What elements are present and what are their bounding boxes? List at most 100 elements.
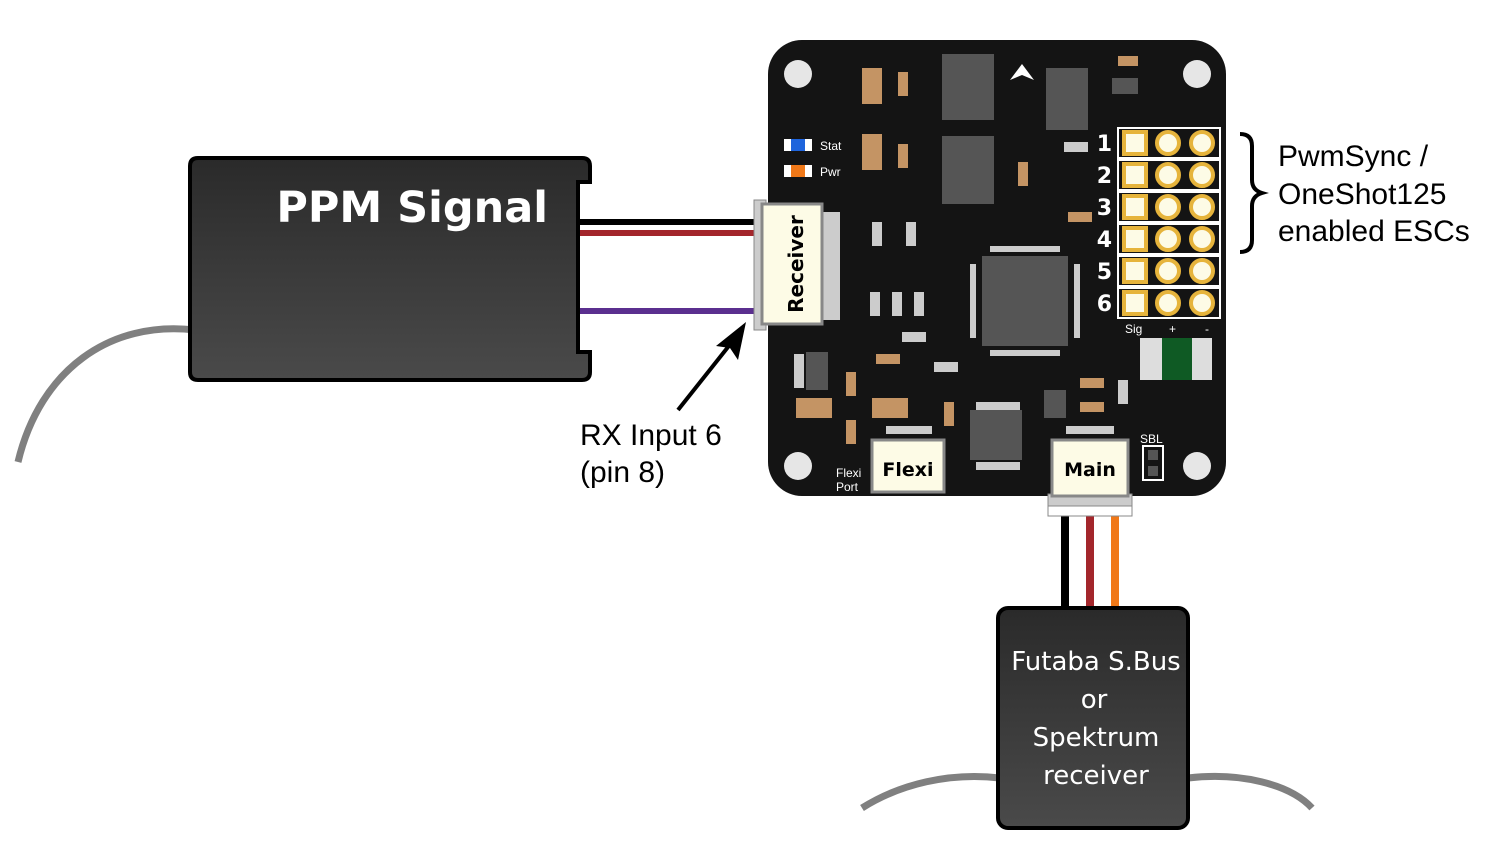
output-number-label: 5: [1097, 260, 1112, 285]
resistor: [1080, 378, 1104, 388]
smd-part: [794, 354, 804, 388]
mcu-pins-top: [990, 246, 1060, 252]
flight-controller-board: Stat Pwr Receiver Flexi Flexi Port Main …: [753, 40, 1226, 507]
resistor: [898, 144, 908, 168]
output-number-label: 4: [1097, 228, 1112, 253]
pwr-led-orange: [791, 165, 805, 177]
ppm-signal-label: PPM Signal: [276, 183, 548, 233]
ground-pin[interactable]: [1189, 290, 1215, 316]
resistor: [846, 420, 856, 444]
smd-part: [886, 426, 932, 434]
power-pin[interactable]: [1155, 194, 1181, 220]
ground-pin[interactable]: [1189, 258, 1215, 284]
pwr-label: Pwr: [820, 165, 841, 179]
curly-brace-icon: [1239, 132, 1269, 254]
ppm-receiver: PPM Signal: [14, 156, 592, 463]
sbus-receiver: Futaba S.Bus or Spektrum receiver: [860, 606, 1315, 830]
power-pin[interactable]: [1155, 130, 1181, 156]
power-pin[interactable]: [1155, 290, 1181, 316]
header-minus-label: -: [1205, 322, 1209, 336]
sbus-label-2: or: [1081, 685, 1108, 715]
flash-chip: [970, 410, 1022, 460]
sbl-jumper-pad: [1148, 466, 1158, 476]
transistor: [806, 352, 828, 390]
signal-pin[interactable]: [1122, 162, 1148, 188]
receiver-connector-pins: [820, 212, 840, 320]
resistor: [898, 72, 908, 96]
ground-pin[interactable]: [1189, 226, 1215, 252]
sbus-cable: [1047, 505, 1133, 610]
ppm-receiver-box: [188, 156, 592, 382]
mount-hole: [1183, 452, 1211, 480]
smd-part: [902, 332, 926, 342]
sensor-chip: [942, 54, 994, 120]
mcu-chip: [982, 256, 1068, 346]
smd-part: [1118, 380, 1128, 404]
esc-label-2: OneShot125: [1278, 178, 1446, 211]
smd-part: [906, 222, 916, 246]
signal-pin[interactable]: [1122, 226, 1148, 252]
resistor: [1018, 162, 1028, 186]
power-pin[interactable]: [1155, 162, 1181, 188]
esc-output-row: 1: [1097, 127, 1221, 159]
receiver-connector[interactable]: [760, 202, 824, 326]
ground-pin[interactable]: [1189, 130, 1215, 156]
signal-pin[interactable]: [1122, 258, 1148, 284]
resistor: [1118, 56, 1138, 66]
resistor: [1068, 212, 1092, 222]
flexi-port-label-2: Port: [836, 480, 859, 494]
power-connector-inner: [1162, 338, 1192, 380]
rx-input-annotation: RX Input 6 (pin 8): [580, 322, 746, 489]
capacitor: [796, 398, 832, 418]
smd-part: [1112, 78, 1138, 94]
sbus-receiver-box: [996, 606, 1190, 830]
ground-pin[interactable]: [1189, 194, 1215, 220]
smd-part: [976, 402, 1020, 410]
sbus-label-4: receiver: [1043, 761, 1149, 791]
power-pin[interactable]: [1155, 258, 1181, 284]
ground-pin[interactable]: [1189, 162, 1215, 188]
resistor: [876, 354, 900, 364]
annotation-arrow-icon: [716, 322, 746, 360]
smd-part: [892, 292, 902, 316]
esc-label-1: PwmSync /: [1278, 140, 1429, 173]
header-plus-label: +: [1169, 322, 1176, 336]
capacitor: [872, 398, 908, 418]
mcu-pins-left: [970, 264, 976, 338]
smd-part: [872, 222, 882, 246]
sbus-label-1: Futaba S.Bus: [1011, 647, 1180, 677]
flexi-connector[interactable]: [870, 438, 946, 494]
signal-pin[interactable]: [1122, 194, 1148, 220]
stat-label: Stat: [820, 139, 842, 153]
sbus-antenna-right: [1187, 772, 1315, 811]
mount-hole: [1183, 60, 1211, 88]
resistor: [846, 372, 856, 396]
stat-led-blue: [791, 139, 805, 151]
resistor: [944, 402, 954, 426]
signal-pin[interactable]: [1122, 290, 1148, 316]
output-number-label: 3: [1097, 196, 1112, 221]
esc-output-row: 5: [1097, 255, 1221, 287]
sbl-jumper: [1142, 445, 1164, 481]
main-connector[interactable]: [1050, 438, 1130, 498]
transistor: [1044, 390, 1066, 418]
wire-boot: [1047, 505, 1133, 517]
esc-output-row: 6: [1097, 287, 1221, 319]
main-connector-label: Main: [1064, 459, 1116, 481]
signal-pin[interactable]: [1122, 130, 1148, 156]
output-number-label: 1: [1097, 132, 1112, 157]
smd-part: [1064, 142, 1088, 152]
sbus-label-3: Spektrum: [1033, 723, 1160, 753]
esc-label-3: enabled ESCs: [1278, 215, 1470, 248]
capacitor: [862, 68, 882, 104]
rx-input-pin-label: (pin 8): [580, 456, 665, 489]
ppm-cable: [580, 219, 760, 314]
esc-output-row: 2: [1097, 159, 1221, 191]
power-pin[interactable]: [1155, 226, 1181, 252]
sbl-label: SBL: [1140, 432, 1163, 446]
mcu-pins-right: [1074, 264, 1080, 338]
sbl-jumper-pad: [1148, 450, 1158, 460]
flexi-connector-label: Flexi: [882, 459, 933, 481]
smd-part: [934, 362, 958, 372]
header-sig-label: Sig: [1125, 322, 1142, 336]
